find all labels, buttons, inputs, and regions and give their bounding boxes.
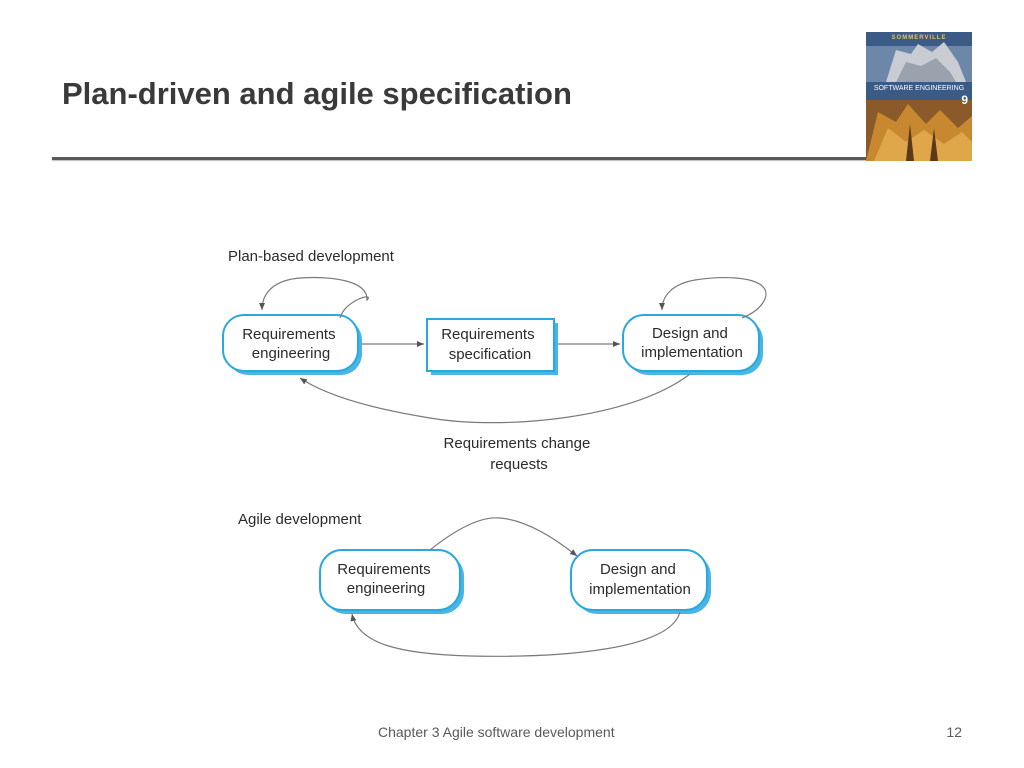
book-cover-art <box>866 32 972 161</box>
book-cover-author: SOMMERVILLE <box>891 35 947 41</box>
agile-req-eng-line-1: Requirements <box>337 561 430 578</box>
plan-req-eng-line-1: Requirements <box>242 326 335 343</box>
svg-text:Requirements engineering: Requirements engineering <box>337 561 435 597</box>
agile-req-eng-node: Requirements engineering <box>319 549 464 614</box>
plan-self-loop-design <box>659 277 767 319</box>
agile-label: Agile development <box>238 511 362 528</box>
plan-req-eng-line-2: engineering <box>252 345 330 362</box>
plan-req-eng-node: Requirements engineering <box>222 314 362 375</box>
agile-design-line-1: Design and <box>600 561 676 578</box>
book-cover-title: SOFTWARE ENGINEERING <box>873 85 965 92</box>
title-rule <box>52 157 868 160</box>
book-cover: SOMMERVILLE SOFTWARE ENGINEERING 9 <box>866 32 972 161</box>
plan-req-spec-line-1: Requirements <box>441 326 534 343</box>
svg-text:Design and implementatio: Design and implementation <box>589 561 691 598</box>
plan-design-line-2: implementation <box>641 344 743 361</box>
change-requests-line-1: Requirements change <box>444 435 591 452</box>
svg-text:Requirements engineering: Requirements engineering <box>242 326 340 362</box>
agile-req-eng-line-2: engineering <box>347 580 425 597</box>
agile-design-node: Design and implementation <box>570 549 711 614</box>
plan-req-spec-node: Requirements specification <box>426 318 558 375</box>
footer-page-number: 12 <box>946 724 962 740</box>
slide-title: Plan-driven and agile specification <box>62 76 572 111</box>
footer-chapter: Chapter 3 Agile software development <box>378 724 615 740</box>
agile-arrow-req-to-design <box>429 517 578 557</box>
plan-arrow-change-requests <box>299 373 691 424</box>
change-requests-line-2: requests <box>490 456 548 473</box>
svg-text:Design and implementatio: Design and implementation <box>641 325 743 361</box>
agile-design-line-2: implementation <box>589 581 691 598</box>
svg-text:Requirements specificati: Requirements specification <box>441 326 539 363</box>
svg-text:Requirements change reques: Requirements change requests <box>444 435 595 473</box>
plan-self-loop-req-eng <box>259 276 369 319</box>
book-cover-edition: 9 <box>961 93 968 107</box>
plan-design-node: Design and implementation <box>622 314 763 375</box>
plan-based-label: Plan-based development <box>228 248 395 265</box>
agile-arrow-design-to-req <box>350 611 681 657</box>
plan-design-line-1: Design and <box>652 325 728 342</box>
plan-req-spec-line-2: specification <box>449 346 532 363</box>
